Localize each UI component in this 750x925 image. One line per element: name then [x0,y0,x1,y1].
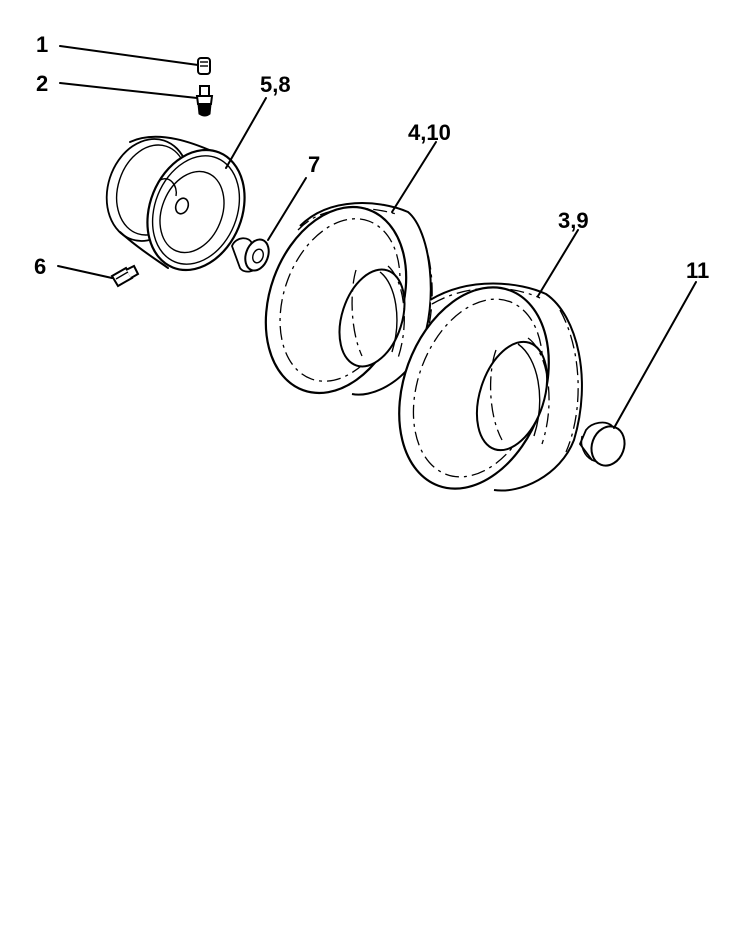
hub-cap-part [578,421,626,467]
callout-7: 7 [308,152,320,177]
grease-fitting-part [110,264,140,288]
callout-6: 6 [34,254,46,279]
leader-line-2 [59,82,198,99]
callout-1: 1 [36,32,48,57]
wheel-rim-part [105,135,246,272]
callout-2: 2 [36,71,48,96]
leader-line-4-10 [391,141,437,213]
bushing-part [231,237,270,273]
callout-5-8: 5,8 [260,72,291,97]
rear-tire-part [398,282,583,492]
callout-3-9: 3,9 [558,208,589,233]
leader-line-6 [57,265,113,279]
leader-line-1 [59,45,199,66]
front-tire-part [264,202,433,396]
valve-cap-part [197,57,211,75]
leader-line-5-8 [225,97,267,169]
leader-line-7 [267,177,307,241]
callout-4-10: 4,10 [408,120,451,145]
leader-line-11 [613,281,697,429]
valve-stem-part [195,85,214,117]
leader-line-3-9 [537,229,579,297]
callout-11: 11 [686,258,709,283]
